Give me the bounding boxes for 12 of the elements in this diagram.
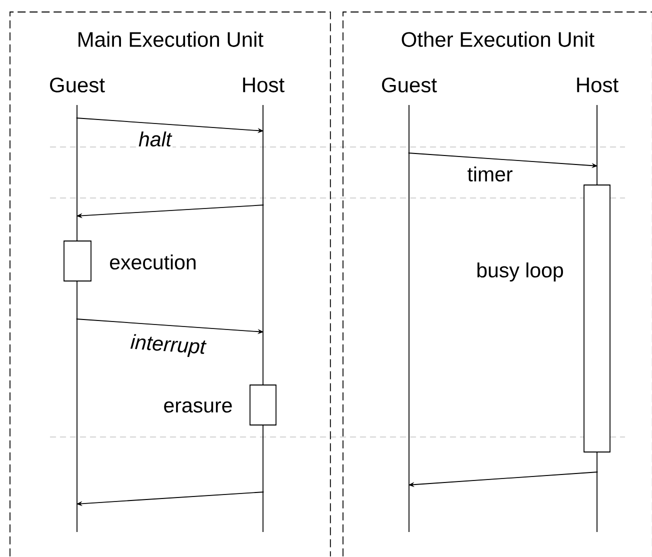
activation-box [64,240,92,282]
activity-label: execution [110,254,196,270]
edge-label: halt [137,130,173,148]
activity-label: busy loop [477,262,563,282]
edge-label: timer [466,165,514,183]
activation-box [584,184,610,452]
edge-label: interrupt [128,332,208,360]
lifeline: Guest [382,78,437,532]
activation-box [250,384,276,426]
lifeline: Host [243,78,284,532]
activity-label: erasure [164,401,232,413]
lifeline: Guest [50,78,105,532]
